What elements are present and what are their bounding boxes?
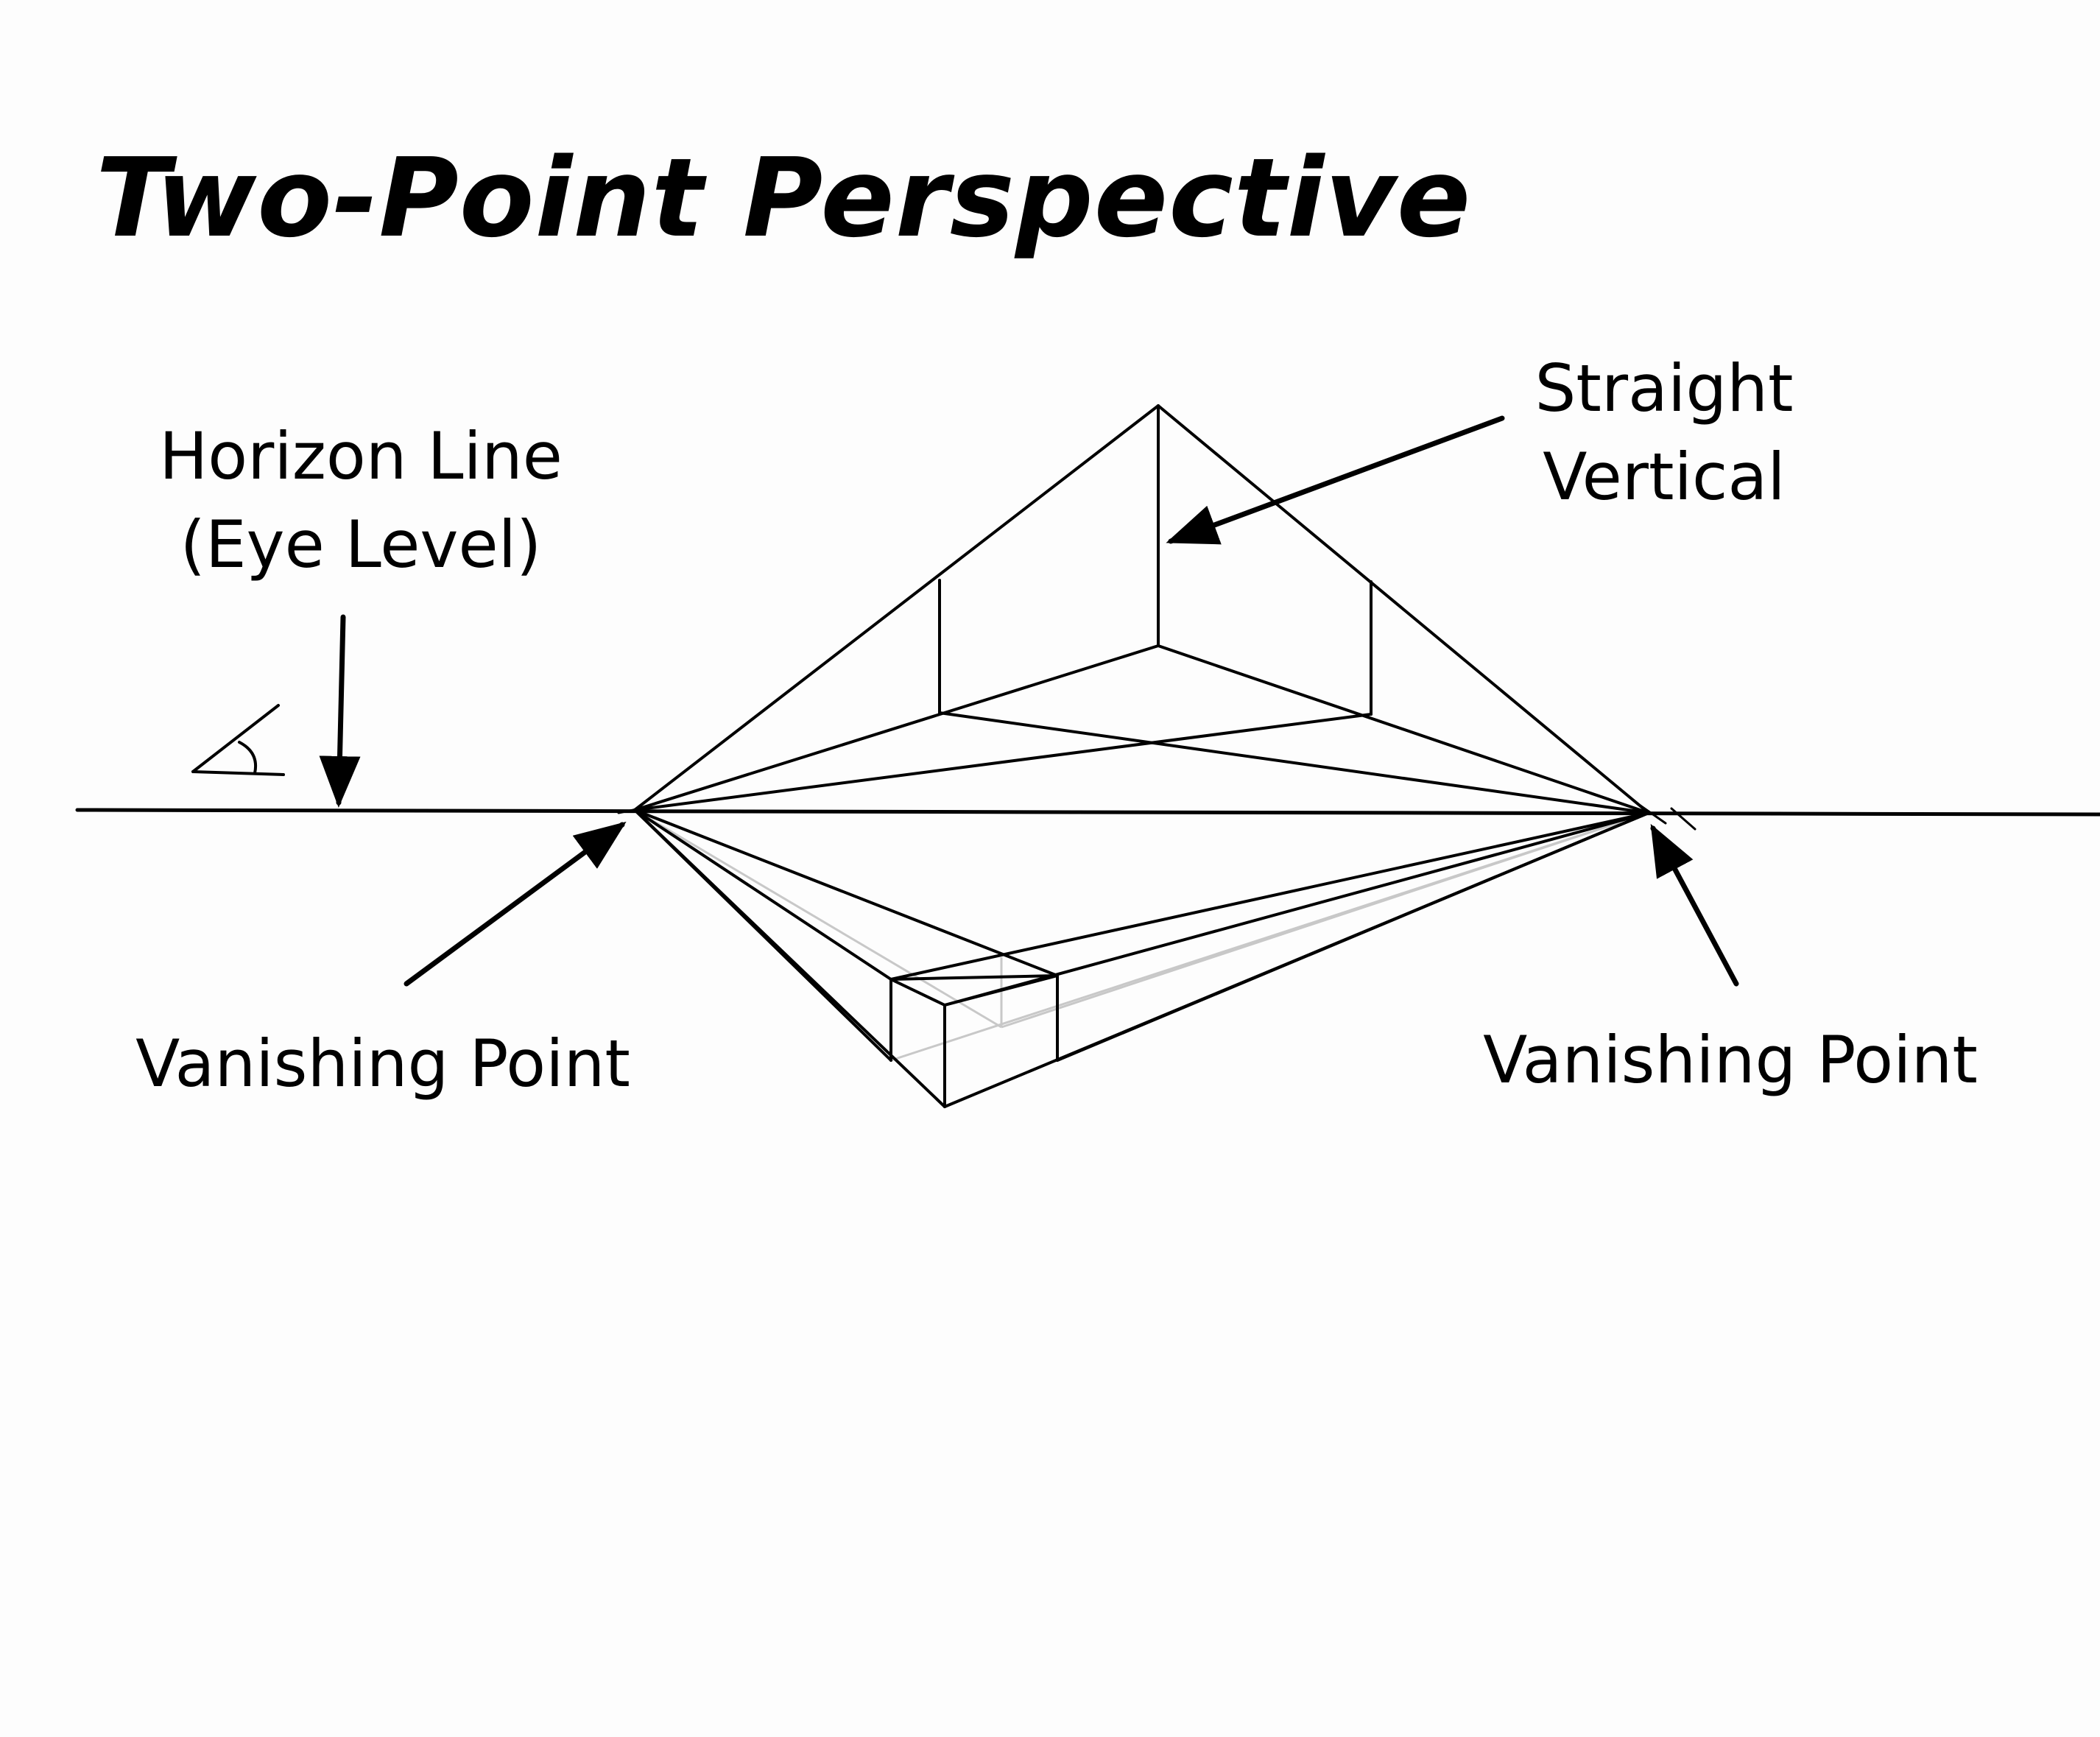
vp-left-to-top-line <box>633 404 1160 811</box>
vanishing-point-left-arrow <box>404 821 627 987</box>
horizon-line-label: Horizon Line (Eye Level) <box>103 412 619 589</box>
straight-vertical-arrow <box>1166 415 1505 545</box>
crossing-line-left <box>938 711 1650 814</box>
horizon-line-label-line2: (Eye Level) <box>180 507 542 582</box>
bottom-right-edge <box>1157 644 1650 814</box>
vanishing-point-right-label: Vanishing Point <box>1483 1022 1978 1098</box>
eye-icon <box>191 704 285 776</box>
straight-vertical-label-line2: Vertical <box>1543 439 1786 515</box>
horizon-line <box>75 808 2100 817</box>
diagram-title: Two-Point Perspective <box>96 135 1472 261</box>
lower-box <box>633 808 1650 1108</box>
straight-vertical-label-line1: Straight <box>1535 350 1794 426</box>
vanishing-point-right-arrow <box>1650 823 1739 987</box>
upper-box <box>633 404 1650 814</box>
bottom-left-edge <box>633 644 1160 811</box>
top-to-vp-right-line <box>1157 404 1650 814</box>
horizon-line-label-line1: Horizon Line <box>159 418 563 494</box>
crossing-line-right <box>633 713 1373 811</box>
horizon-arrow <box>319 614 361 808</box>
vanishing-point-left-label: Vanishing Point <box>135 1026 630 1102</box>
straight-vertical-label: Straight Vertical <box>1458 345 1870 521</box>
vanishing-point-left-mark <box>617 806 649 814</box>
